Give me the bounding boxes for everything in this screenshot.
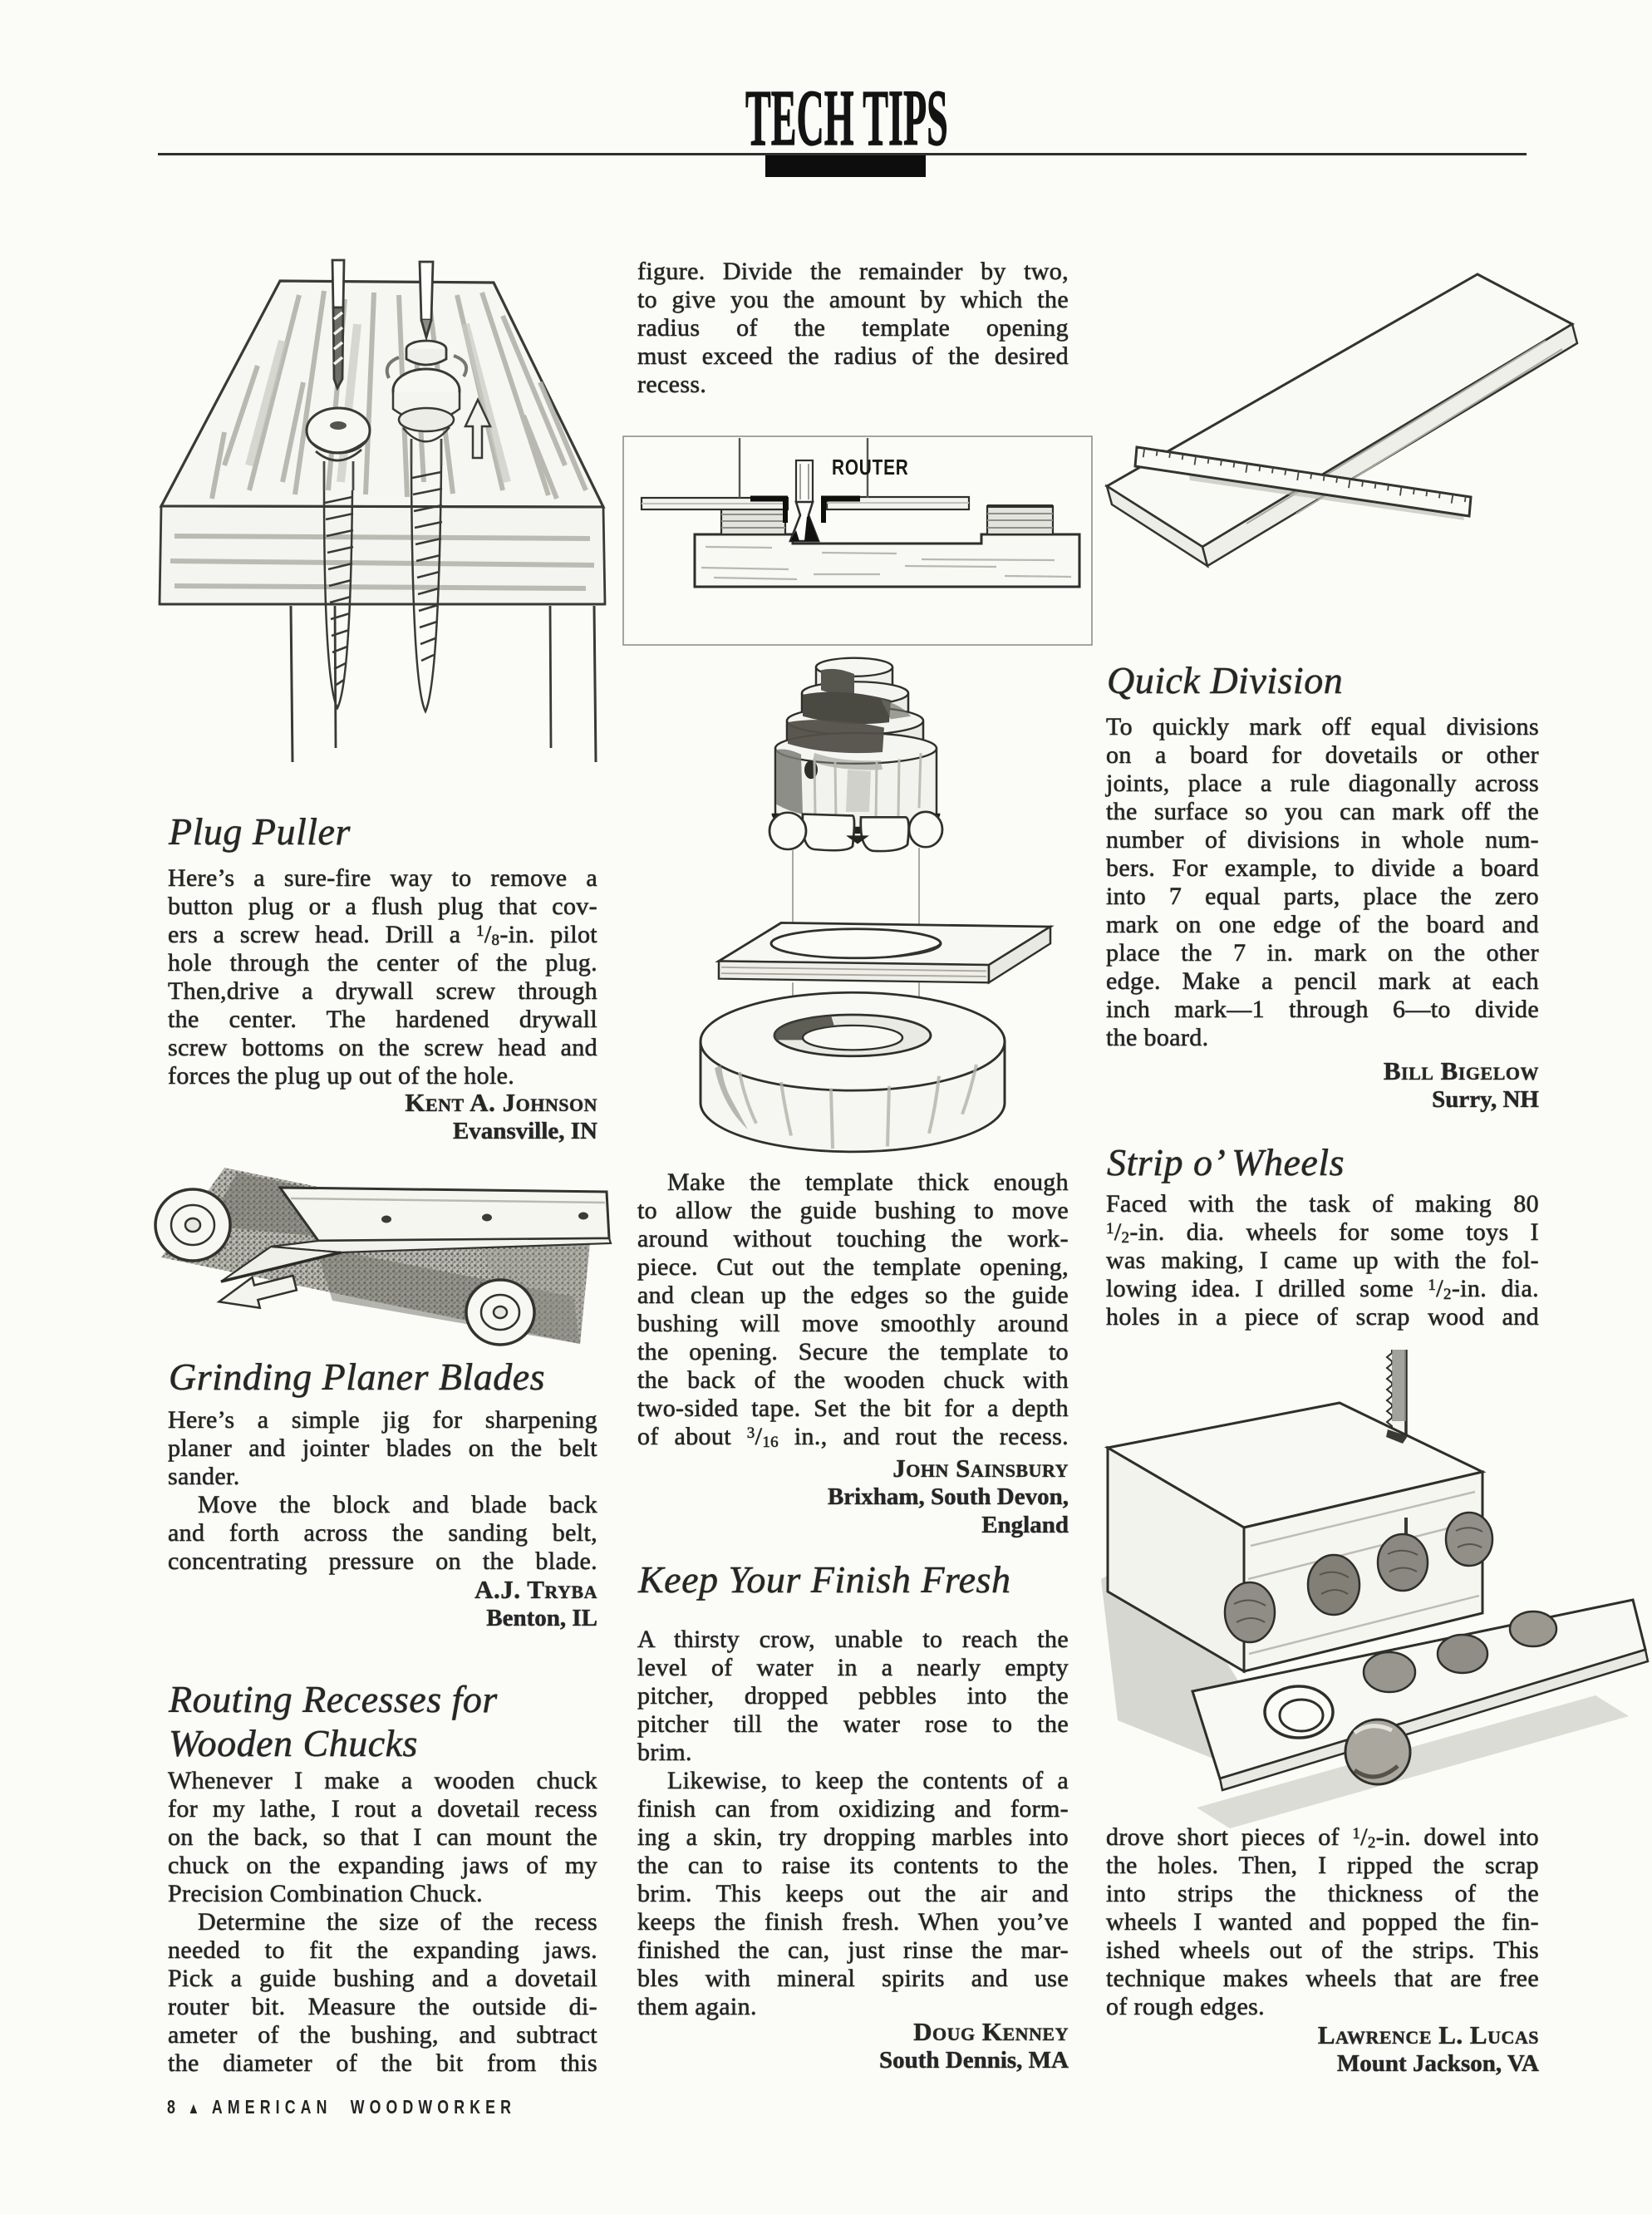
svg-text:ROUTER: ROUTER — [832, 455, 909, 480]
